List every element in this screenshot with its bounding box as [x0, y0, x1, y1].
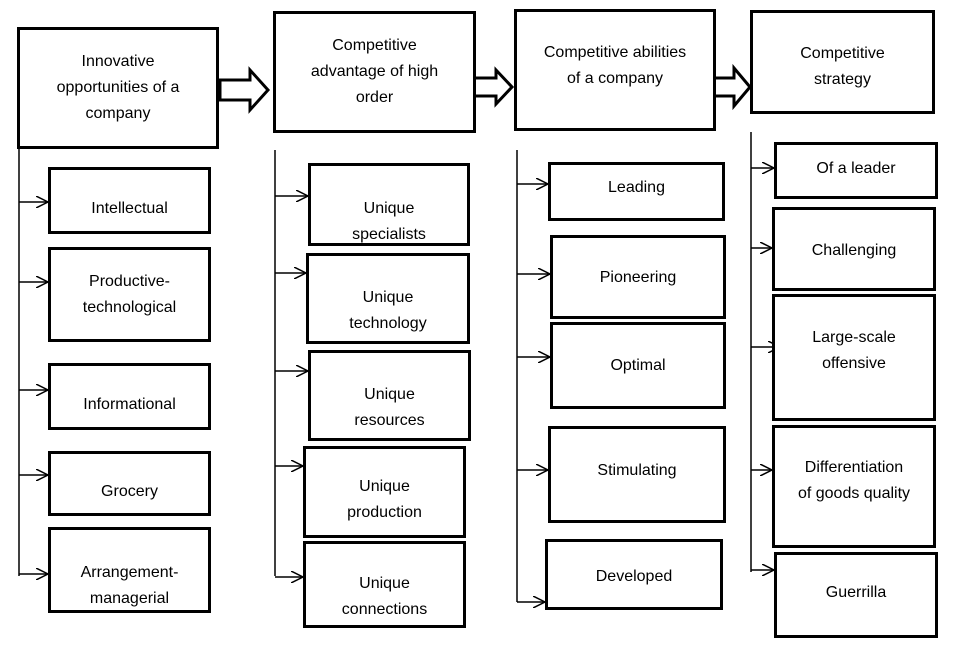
item-label: Optimal: [610, 356, 666, 374]
item-box-unique-connections: Unique connections: [303, 541, 466, 628]
item-box-unique-resources: Unique resources: [308, 350, 471, 441]
item-box-guerrilla: Guerrilla: [774, 552, 938, 638]
header-label: Competitive abilities of a company: [543, 44, 687, 87]
item-box-developed: Developed: [545, 539, 723, 610]
item-label: Challenging: [811, 242, 897, 259]
item-label: Differentiation of goods quality: [797, 459, 911, 502]
item-label: Of a leader: [816, 160, 896, 177]
item-box-of-a-leader: Of a leader: [774, 142, 938, 199]
item-label: Large-scale offensive: [812, 329, 896, 372]
item-box-grocery: Grocery: [48, 451, 211, 516]
item-label: Developed: [595, 568, 673, 585]
header-label: Innovative opportunities of a company: [56, 53, 180, 122]
item-box-intellectual: Intellectual: [48, 167, 211, 234]
item-label: Unique technology: [349, 288, 427, 332]
item-label: Productive- technological: [82, 272, 177, 316]
item-label: Guerrilla: [825, 584, 887, 601]
item-label: Stimulating: [597, 462, 677, 479]
header-label: Competitive strategy: [800, 45, 885, 88]
item-label: Arrangement- managerial: [80, 564, 179, 607]
item-box-large-scale-offensive: Large-scale offensive: [772, 294, 936, 421]
item-label: Informational: [83, 395, 176, 413]
item-label: Unique connections: [341, 574, 428, 618]
item-label: Grocery: [101, 482, 158, 500]
item-box-optimal: Optimal: [550, 322, 726, 409]
item-box-leading: Leading: [548, 162, 725, 221]
item-box-informational: Informational: [48, 363, 211, 430]
item-box-stimulating: Stimulating: [548, 426, 726, 523]
item-label: Unique resources: [354, 385, 425, 429]
header-label: Competitive advantage of high order: [310, 37, 439, 106]
item-box-productive-technological: Productive- technological: [48, 247, 211, 342]
hollow-arrow-3: [712, 63, 752, 111]
item-box-arrangement-managerial: Arrangement- managerial: [48, 527, 211, 613]
item-label: Intellectual: [91, 199, 168, 217]
header-box-competitive-advantage: Competitive advantage of high order: [273, 11, 476, 133]
header-box-competitive-strategy: Competitive strategy: [750, 10, 935, 114]
header-box-competitive-abilities: Competitive abilities of a company: [514, 9, 716, 131]
item-label: Pioneering: [599, 269, 677, 286]
hollow-arrow-1: [218, 66, 271, 114]
hollow-arrow-2: [470, 66, 515, 108]
item-box-unique-specialists: Unique specialists: [308, 163, 470, 246]
item-box-unique-production: Unique production: [303, 446, 466, 538]
item-label: Unique specialists: [352, 200, 426, 243]
item-box-challenging: Challenging: [772, 207, 936, 291]
header-box-innovative-opportunities: Innovative opportunities of a company: [17, 27, 219, 149]
item-box-unique-technology: Unique technology: [306, 253, 470, 344]
item-box-differentiation-of-goods-quality: Differentiation of goods quality: [772, 425, 936, 548]
item-label: Unique production: [347, 478, 422, 521]
item-label: Leading: [608, 179, 665, 196]
item-box-pioneering: Pioneering: [550, 235, 726, 319]
